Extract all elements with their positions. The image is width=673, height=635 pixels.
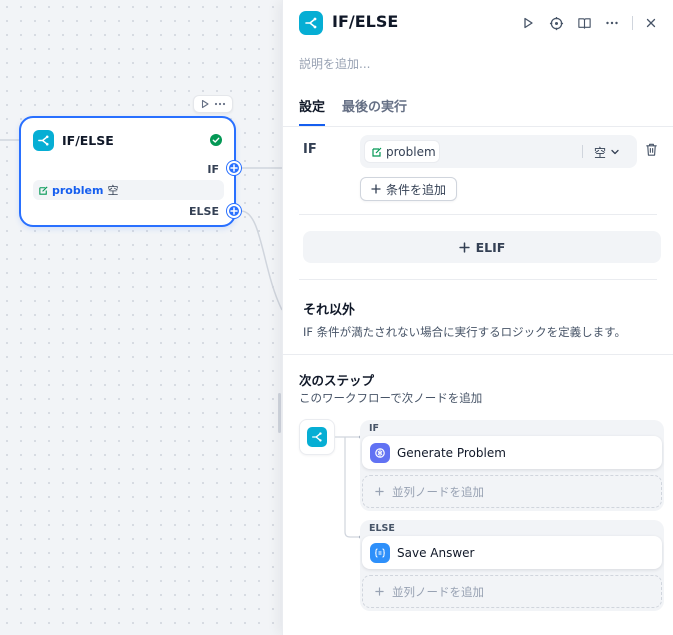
branch-label: ELSE [369, 523, 395, 534]
panel-divider [283, 354, 673, 355]
node-toolbar [193, 95, 233, 113]
add-condition-button[interactable]: 条件を追加 [360, 177, 458, 201]
next-step-description: このワークフローで次ノードを追加 [299, 391, 483, 405]
node-more-icon[interactable] [214, 99, 226, 109]
if-output-handle[interactable] [227, 161, 241, 175]
operator-value: 空 [594, 145, 607, 160]
node-condition: problem 空 [33, 180, 224, 200]
llm-node-icon [370, 442, 390, 463]
operator-select[interactable]: 空 [594, 142, 620, 162]
variable-icon [372, 147, 382, 157]
ifelse-icon [299, 11, 323, 35]
plus-icon [375, 487, 384, 496]
node-condition-operator: 空 [107, 184, 119, 197]
next-node-name: Generate Problem [397, 445, 506, 460]
node-if-label: IF [207, 163, 219, 176]
plus-icon [371, 184, 381, 194]
plus-icon [375, 587, 384, 596]
condition-variable-name: problem [386, 144, 436, 159]
run-node-icon[interactable] [200, 99, 210, 109]
next-node-card[interactable]: Save Answer [362, 536, 662, 569]
section-divider [299, 279, 657, 280]
plus-icon [458, 241, 470, 253]
add-parallel-node-button[interactable]: 並列ノードを追加 [362, 475, 662, 508]
add-condition-label: 条件を追加 [386, 182, 447, 197]
branch-else: ELSE Save Answer 並列ノードを追加 [360, 520, 664, 611]
actions-divider [632, 16, 633, 30]
branch-if: IF Generate Problem 並列ノードを追加 [360, 420, 664, 511]
branch-label: IF [369, 423, 380, 434]
node-else-label: ELSE [189, 205, 219, 218]
add-parallel-label: 並列ノードを追加 [392, 484, 484, 499]
node-condition-variable: problem [52, 183, 104, 197]
add-parallel-node-button[interactable]: 並列ノードを追加 [362, 575, 662, 608]
add-parallel-label: 並列ノードを追加 [392, 584, 484, 599]
variable-icon [39, 185, 48, 195]
section-divider [299, 214, 657, 215]
add-elif-button[interactable]: ELIF [303, 231, 661, 263]
tab-last-run[interactable]: 最後の実行 [342, 100, 408, 115]
if-case-label: IF [303, 142, 317, 157]
tab-settings[interactable]: 設定 [299, 96, 326, 126]
panel-resize-handle[interactable] [278, 393, 281, 433]
else-output-handle[interactable] [227, 204, 241, 218]
variable-assigner-icon [370, 542, 390, 563]
locate-node-icon[interactable] [546, 13, 566, 33]
delete-condition-icon[interactable] [644, 142, 659, 157]
panel-actions [510, 13, 661, 33]
panel-title[interactable]: IF/ELSE [332, 12, 399, 31]
node-title: IF/ELSE [62, 133, 114, 148]
next-node-name: Save Answer [397, 545, 475, 560]
more-options-icon[interactable] [602, 13, 622, 33]
condition-row: problem 空 [360, 135, 637, 168]
else-section-description: IF 条件が満たされない場合に実行するロジックを定義します。 [303, 325, 627, 339]
help-docs-icon[interactable] [574, 13, 594, 33]
elif-label: ELIF [475, 239, 506, 255]
next-step-title: 次のステップ [299, 373, 375, 388]
panel-tabs: 設定 最後の実行 [283, 90, 673, 127]
condition-variable-selector[interactable]: problem [364, 140, 440, 163]
run-step-button[interactable] [518, 13, 538, 33]
ifelse-node[interactable]: IF/ELSE IF problem 空 ELSE [19, 116, 236, 227]
condition-divider [582, 145, 583, 158]
current-node-icon-box [299, 419, 335, 455]
description-input[interactable]: 説明を追加... [299, 57, 371, 71]
ifelse-icon [33, 130, 54, 151]
success-check-icon [210, 134, 222, 146]
next-node-card[interactable]: Generate Problem [362, 436, 662, 469]
chevron-down-icon [611, 149, 619, 155]
ifelse-icon [307, 427, 327, 447]
else-section-title: それ以外 [303, 303, 356, 318]
node-settings-panel: IF/ELSE 説明を追加... 設定 最後の実行 IF problem 空 [282, 0, 673, 635]
close-panel-icon[interactable] [641, 13, 661, 33]
